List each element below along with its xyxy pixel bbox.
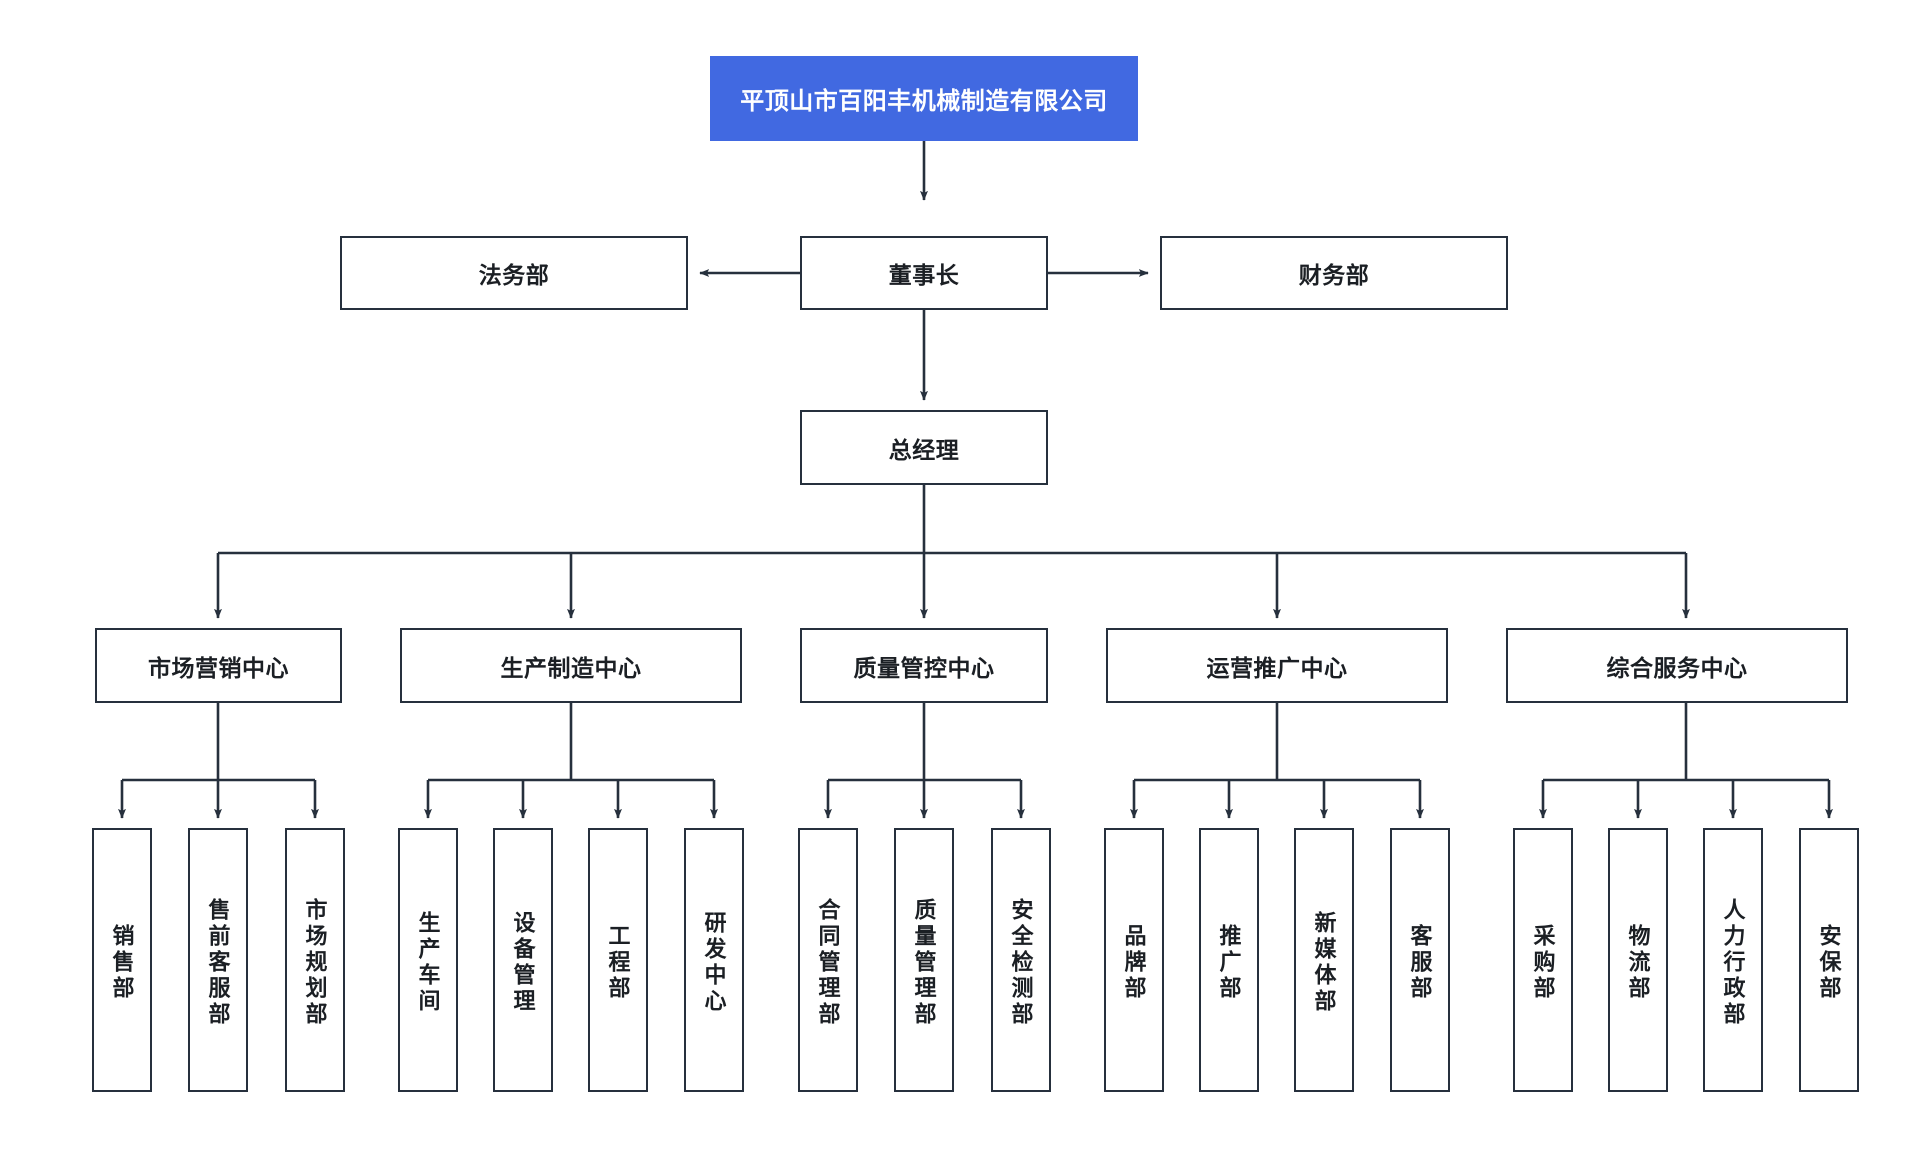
node-leaf-security[interactable]: 安保部 [1799, 828, 1859, 1092]
node-chairman[interactable]: 董事长 [800, 236, 1048, 310]
node-leaf-logistics[interactable]: 物流部 [1608, 828, 1668, 1092]
node-leaf-brand[interactable]: 品牌部 [1104, 828, 1164, 1092]
node-center-operations[interactable]: 运营推广中心 [1106, 628, 1448, 703]
node-leaf-hr-administration[interactable]: 人力行政部 [1703, 828, 1763, 1092]
node-leaf-production-workshop[interactable]: 生产车间 [398, 828, 458, 1092]
node-center-manufacturing[interactable]: 生产制造中心 [400, 628, 742, 703]
node-leaf-customer-service[interactable]: 客服部 [1390, 828, 1450, 1092]
node-center-quality[interactable]: 质量管控中心 [800, 628, 1048, 703]
node-finance-department[interactable]: 财务部 [1160, 236, 1508, 310]
node-general-manager[interactable]: 总经理 [800, 410, 1048, 485]
node-leaf-new-media[interactable]: 新媒体部 [1294, 828, 1354, 1092]
node-leaf-contract-management[interactable]: 合同管理部 [798, 828, 858, 1092]
node-leaf-equipment-management[interactable]: 设备管理 [493, 828, 553, 1092]
node-company-root[interactable]: 平顶山市百阳丰机械制造有限公司 [710, 56, 1138, 141]
node-leaf-promotion[interactable]: 推广部 [1199, 828, 1259, 1092]
node-leaf-presales-service[interactable]: 售前客服部 [188, 828, 248, 1092]
node-leaf-rd-center[interactable]: 研发中心 [684, 828, 744, 1092]
node-leaf-procurement[interactable]: 采购部 [1513, 828, 1573, 1092]
node-leaf-quality-management[interactable]: 质量管理部 [894, 828, 954, 1092]
node-leaf-sales[interactable]: 销售部 [92, 828, 152, 1092]
node-leaf-safety-inspection[interactable]: 安全检测部 [991, 828, 1051, 1092]
node-leaf-engineering[interactable]: 工程部 [588, 828, 648, 1092]
node-center-general-services[interactable]: 综合服务中心 [1506, 628, 1848, 703]
node-legal-department[interactable]: 法务部 [340, 236, 688, 310]
node-center-marketing[interactable]: 市场营销中心 [95, 628, 342, 703]
node-leaf-market-planning[interactable]: 市场规划部 [285, 828, 345, 1092]
